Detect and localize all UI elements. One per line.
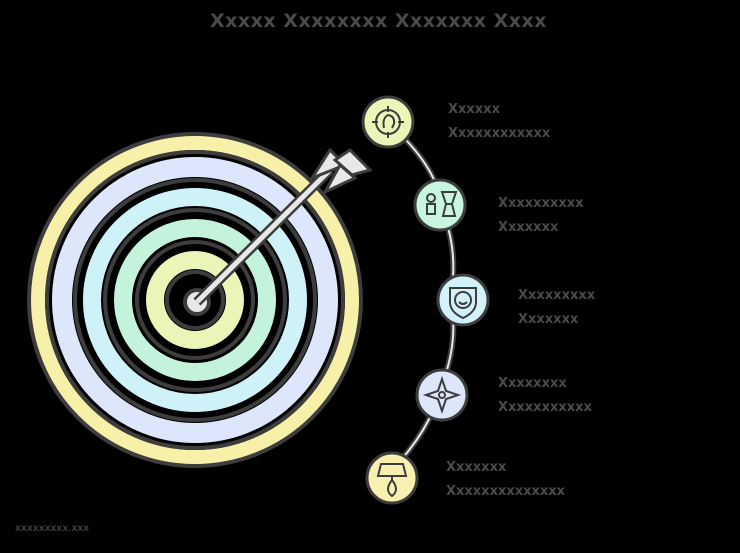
compass-icon bbox=[422, 375, 462, 415]
person-trophy-icon bbox=[426, 191, 458, 217]
target-head-icon bbox=[372, 106, 404, 138]
watermark: xxxxxxxxx.xxx bbox=[15, 523, 90, 534]
step-4-circle bbox=[415, 368, 469, 422]
step-2-circle bbox=[413, 178, 467, 232]
step-1-circle bbox=[361, 95, 415, 149]
arrow-icon bbox=[193, 147, 373, 306]
lamp-icon bbox=[376, 463, 408, 498]
shield-face-icon bbox=[449, 287, 477, 320]
diagram-title: Xxxxx Xxxxxxxx Xxxxxxx Xxxx bbox=[210, 10, 548, 32]
target-icon bbox=[27, 132, 363, 468]
